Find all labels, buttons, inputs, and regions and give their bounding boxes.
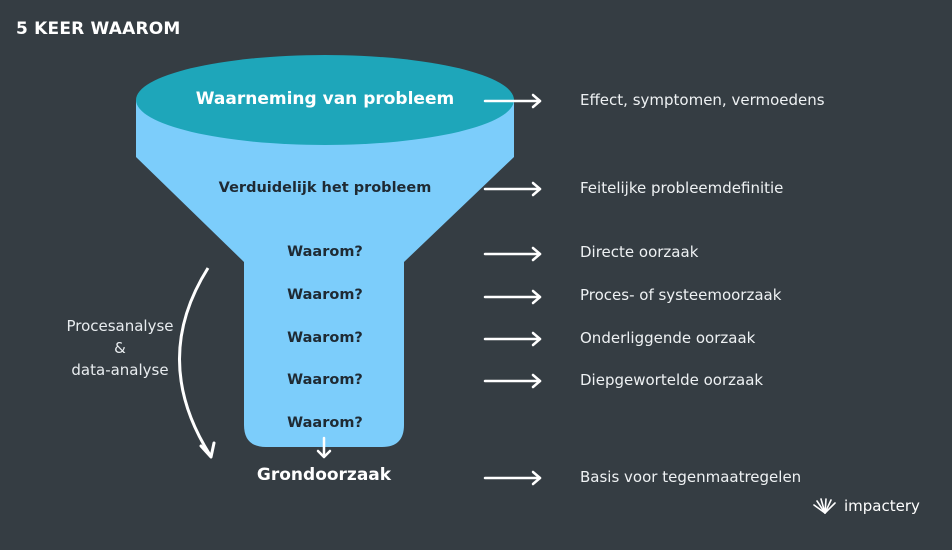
result-countermeasures: Basis voor tegenmaatregelen: [580, 468, 802, 486]
funnel-top-label: Waarneming van probleem: [195, 89, 455, 109]
result-direct-cause: Directe oorzaak: [580, 243, 699, 261]
step-why-4: Waarom?: [287, 372, 363, 388]
brand-fan-icon: [813, 498, 836, 514]
result-underlying-cause: Onderliggende oorzaak: [580, 329, 756, 347]
step-why-1: Waarom?: [287, 244, 363, 260]
step-why-5: Waarom?: [287, 415, 363, 431]
result-definition: Feitelijke probleemdefinitie: [580, 179, 784, 197]
side-label-line-3: data-analyse: [71, 361, 169, 379]
result-arrow-4: [483, 289, 542, 305]
side-curve-arrow: [178, 267, 212, 456]
brand-logo: impactery: [812, 497, 920, 515]
result-arrow-1: [483, 93, 542, 109]
result-arrow-2: [483, 181, 542, 197]
result-arrow-7: [483, 470, 542, 486]
funnel-rim: [136, 55, 514, 145]
side-label-line-2: &: [114, 339, 126, 357]
side-label: Procesanalyse & data-analyse: [40, 315, 200, 381]
down-arrow: [316, 436, 332, 459]
side-label-line-1: Procesanalyse: [66, 317, 174, 335]
result-process-cause: Proces- of systeemoorzaak: [580, 286, 782, 304]
step-why-2: Waarom?: [287, 287, 363, 303]
root-cause-label: Grondoorzaak: [256, 465, 392, 485]
step-clarify: Verduidelijk het probleem: [218, 180, 432, 196]
result-deep-cause: Diepgewortelde oorzaak: [580, 371, 764, 389]
brand-name: impactery: [844, 497, 920, 515]
diagram-title: 5 KEER WAAROM: [16, 19, 181, 39]
result-effect: Effect, symptomen, vermoedens: [580, 91, 825, 109]
step-why-3: Waarom?: [287, 330, 363, 346]
result-arrow-3: [483, 246, 542, 262]
result-arrow-5: [483, 331, 542, 347]
result-arrow-6: [483, 373, 542, 389]
funnel-body: [136, 100, 514, 447]
